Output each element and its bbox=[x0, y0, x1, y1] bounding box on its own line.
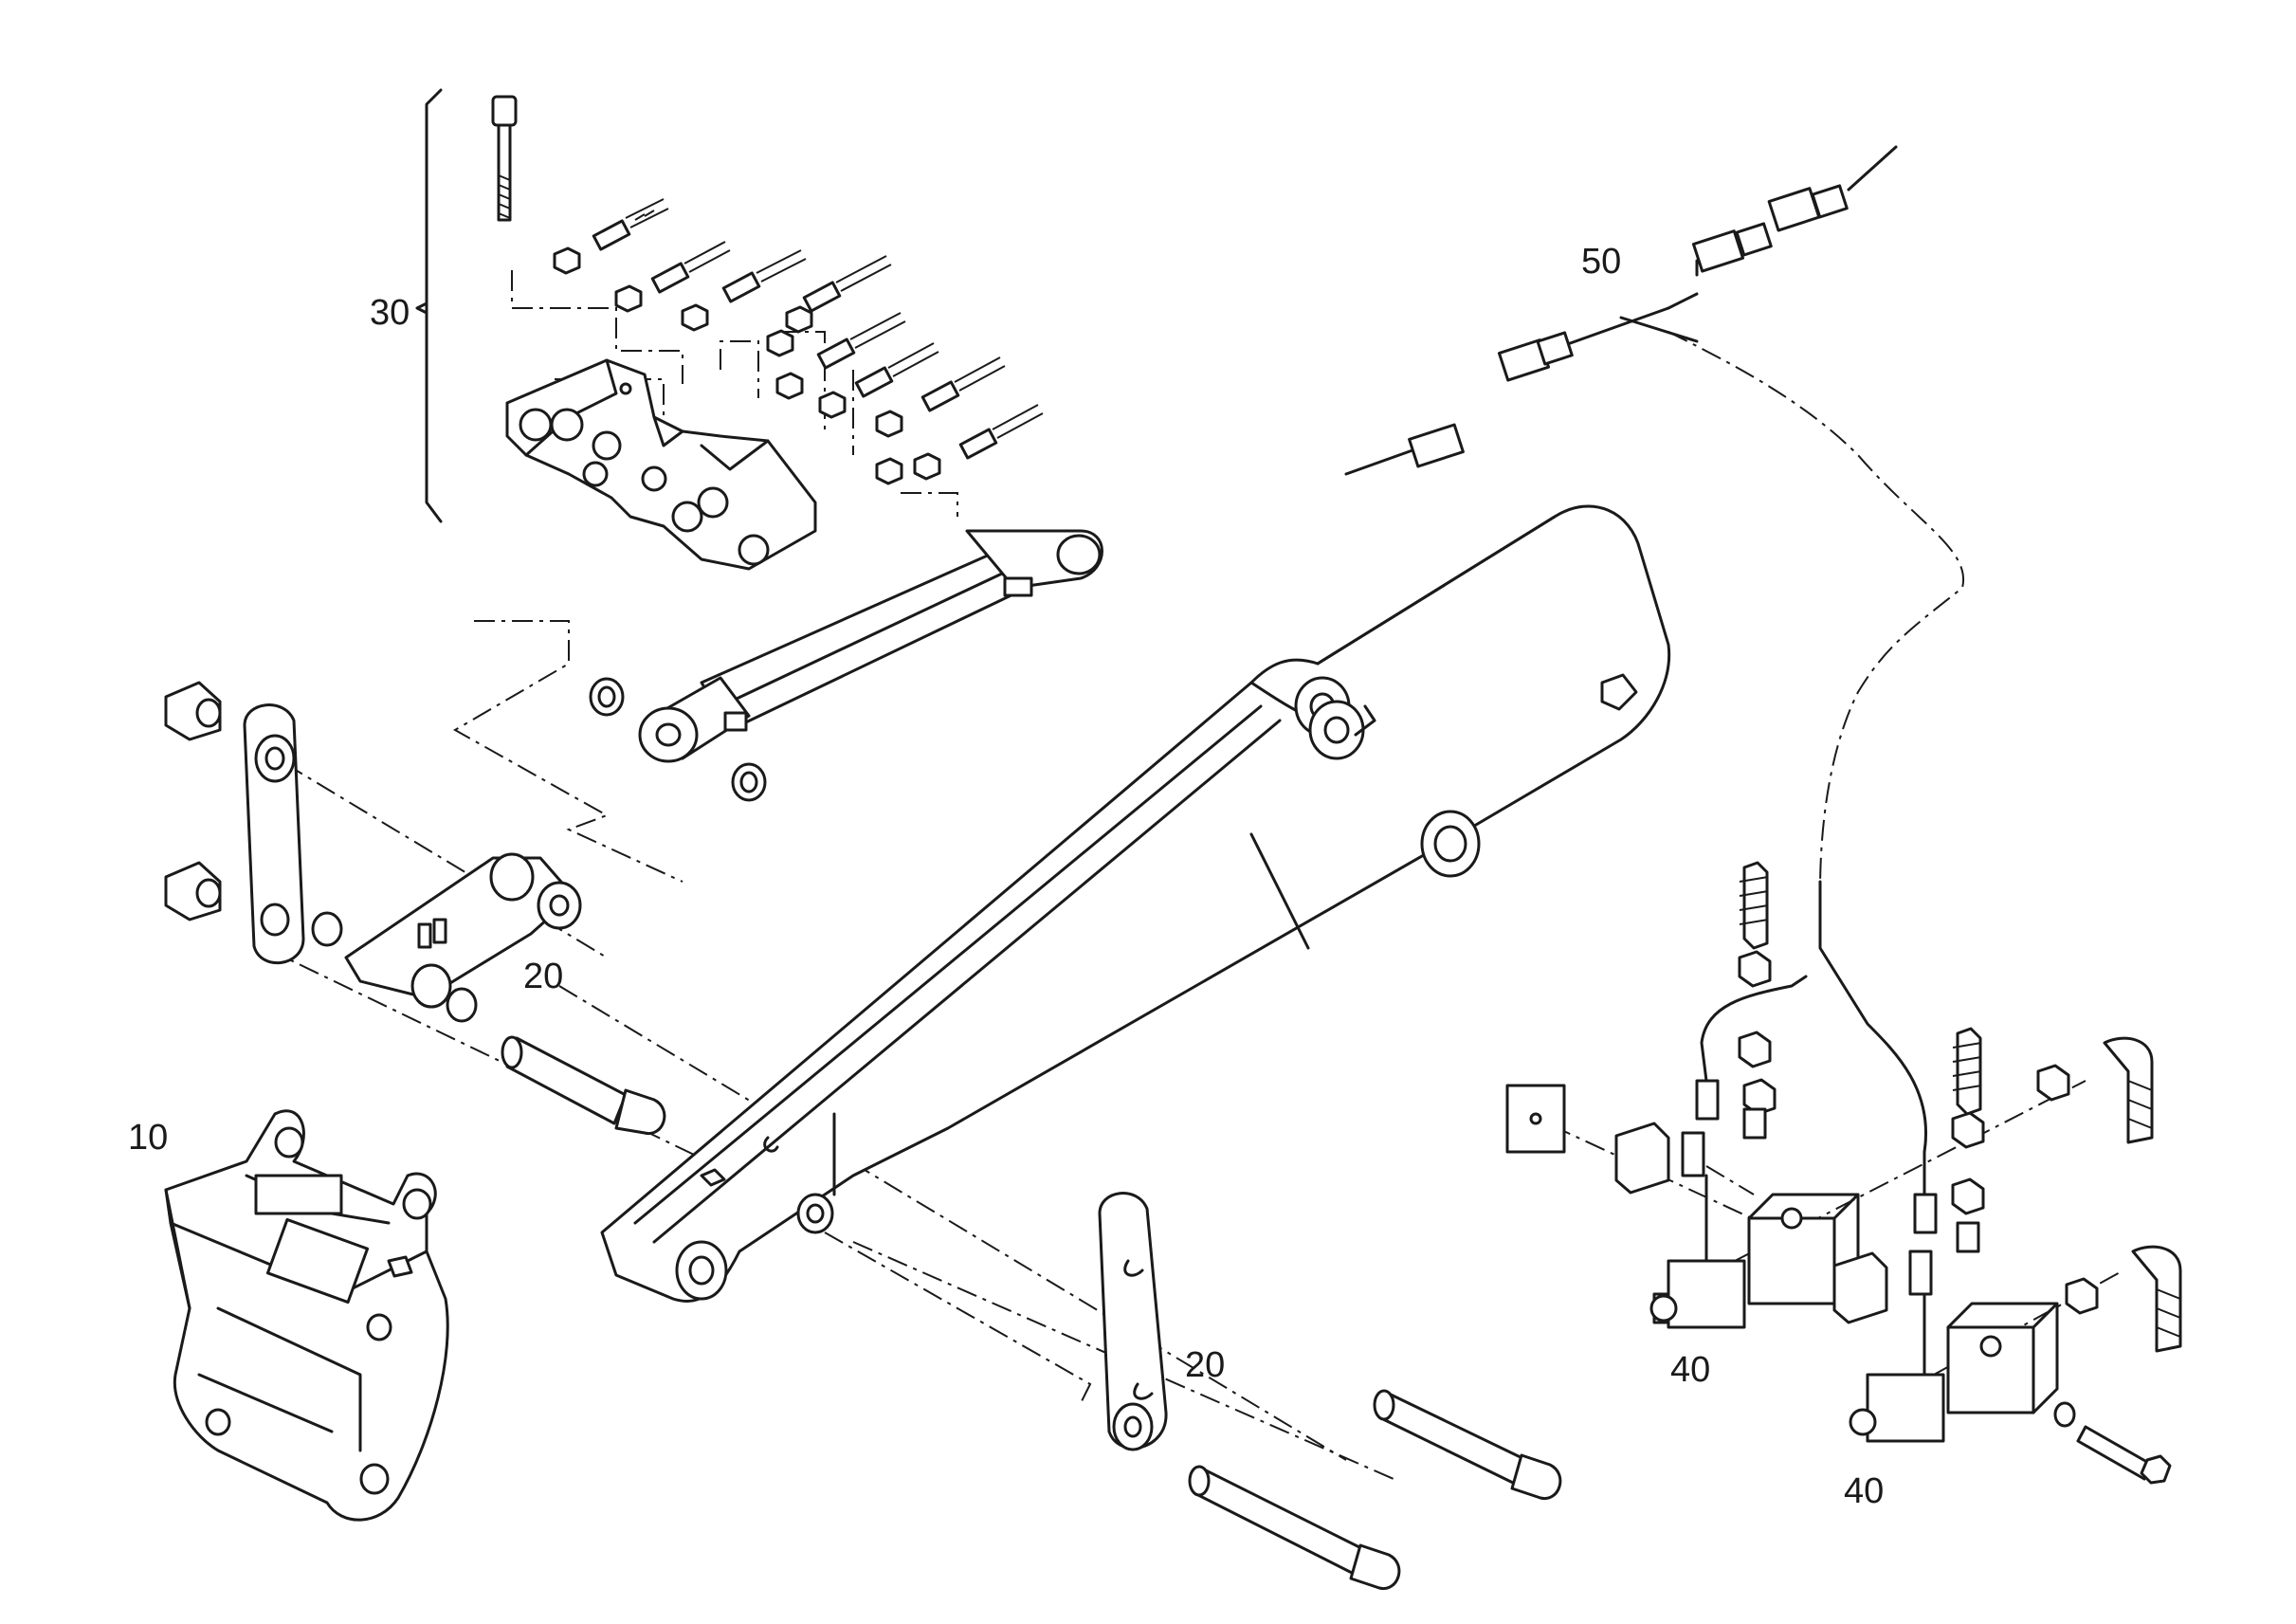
item-50-wiring-harness bbox=[1344, 145, 1898, 476]
item-20-bracket-upper bbox=[311, 852, 666, 1135]
bolt-set bbox=[553, 198, 1044, 485]
callout-20-upper: 20 bbox=[523, 957, 563, 996]
item-10-quick-coupler bbox=[164, 1109, 449, 1522]
callout-40-upper: 40 bbox=[1670, 1350, 1710, 1390]
link-plate-left bbox=[164, 681, 305, 965]
item-20-link-lower bbox=[1098, 1192, 1562, 1590]
callout-40-lower: 40 bbox=[1844, 1471, 1884, 1511]
item-30-clamp-block-with-bolts bbox=[415, 88, 1044, 571]
callout-30: 30 bbox=[370, 293, 410, 333]
hydraulic-cylinder bbox=[589, 529, 1103, 802]
callout-10: 10 bbox=[128, 1118, 168, 1158]
dipper-arm bbox=[600, 504, 1671, 1304]
item-40-solenoid-valve-upper bbox=[1505, 861, 1860, 1329]
callout-20-lower: 20 bbox=[1185, 1345, 1225, 1385]
callout-50: 50 bbox=[1581, 242, 1621, 282]
item-40-solenoid-valve-lower bbox=[1818, 880, 2182, 1485]
